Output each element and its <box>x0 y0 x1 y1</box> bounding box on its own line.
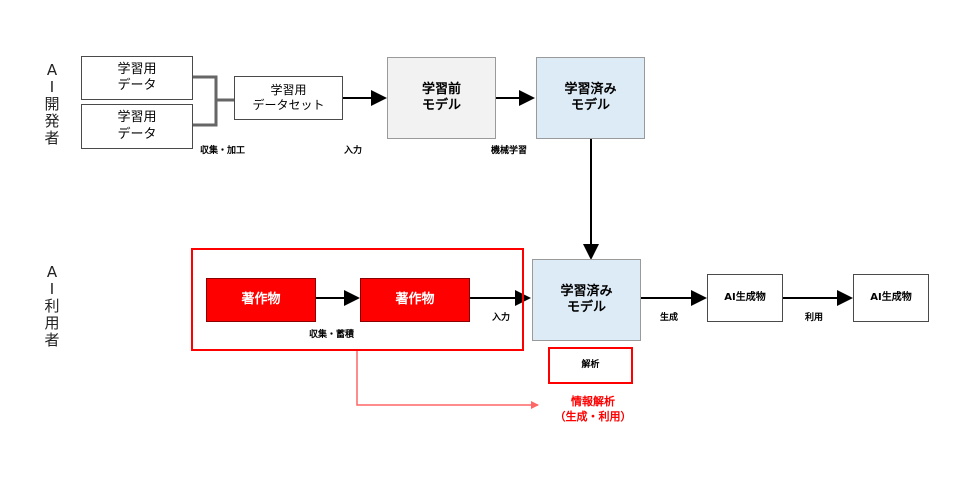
input-label-user: 入力 <box>492 313 511 323</box>
ai-output-box-1: AI生成物 <box>707 274 783 322</box>
use-label: 利用 <box>805 313 824 323</box>
info-analysis-note: 情報解析 （生成・利用） <box>554 395 632 423</box>
training-dataset-box: 学習用 データセット <box>234 76 343 120</box>
trained-model-box-user: 学習済み モデル <box>532 259 641 341</box>
input-label-developer: 入力 <box>344 146 363 156</box>
trained-model-box-developer: 学習済み モデル <box>536 57 645 139</box>
copyrighted-works-frame <box>191 248 524 351</box>
analysis-box: 解析 <box>548 347 633 384</box>
copyrighted-work-box-2: 著作物 <box>360 278 470 322</box>
ai-output-box-2: AI生成物 <box>853 274 929 322</box>
training-data-box-1: 学習用 データ <box>81 56 193 100</box>
collect-accumulate-label: 収集・蓄積 <box>309 330 355 340</box>
developer-row-label: A I 開 発 者 <box>44 61 60 147</box>
merge-connector <box>193 75 234 127</box>
copyrighted-work-box-1: 著作物 <box>206 278 316 322</box>
generate-label: 生成 <box>660 313 679 323</box>
pretrained-model-box: 学習前 モデル <box>387 57 496 139</box>
collect-process-label: 収集・加工 <box>200 146 246 156</box>
user-row-label: A I 利 用 者 <box>44 263 60 349</box>
info-analysis-pointer <box>356 351 538 406</box>
machine-learning-label: 機械学習 <box>491 146 528 156</box>
training-data-box-2: 学習用 データ <box>81 104 193 149</box>
